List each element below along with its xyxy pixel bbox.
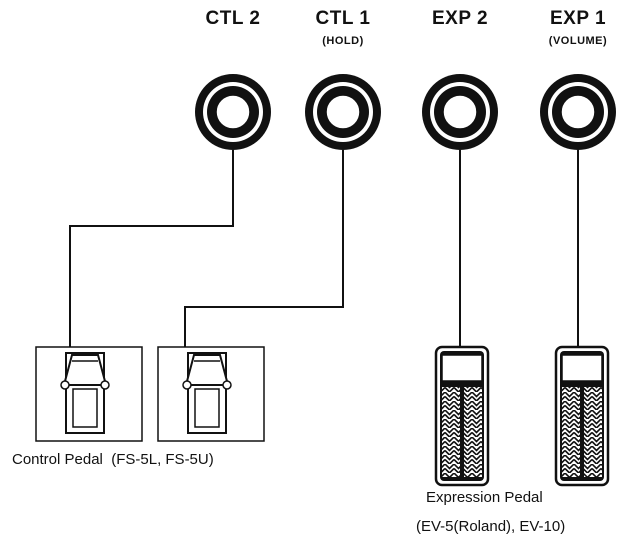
jack-exp2 <box>422 74 498 150</box>
jack-ctl2 <box>195 74 271 150</box>
cable-ctl2 <box>69 150 234 348</box>
expression-pedal-caption: Expression Pedal <box>426 489 543 506</box>
jack-sublabel-exp1: (VOLUME) <box>548 35 608 47</box>
cable-ctl1 <box>184 150 344 348</box>
jack-label-exp1: EXP 1 <box>549 8 607 29</box>
expression-pedal-left <box>434 345 490 487</box>
cables <box>69 150 579 348</box>
expression-pedal-right <box>554 345 610 487</box>
jack-label-ctl1: CTL 1 <box>315 8 371 29</box>
jack-exp1 <box>540 74 616 150</box>
jack-sublabel-ctl1: (HOLD) <box>322 35 364 47</box>
jack-label-exp2: EXP 2 <box>431 8 489 29</box>
expression-pedal-models: (EV-5(Roland), EV-10) <box>416 518 566 535</box>
jack-ctl1 <box>305 74 381 150</box>
control-pedal-left <box>35 346 143 442</box>
control-pedal-right <box>157 346 265 442</box>
jack-label-ctl2: CTL 2 <box>205 8 261 29</box>
control-pedal-caption: Control Pedal (FS-5L, FS-5U) <box>12 451 214 468</box>
